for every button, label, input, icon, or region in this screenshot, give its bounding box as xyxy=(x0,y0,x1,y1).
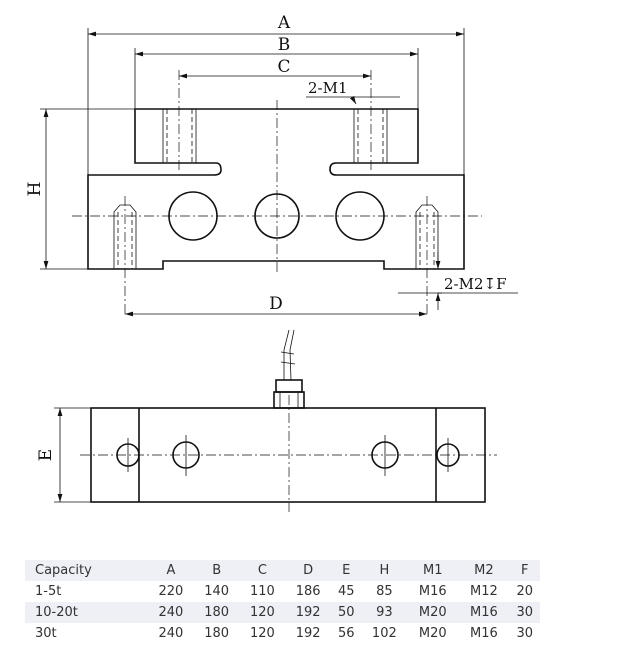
table-cell: 120 xyxy=(249,605,275,620)
table-cell: 240 xyxy=(158,626,184,641)
top-block-outline xyxy=(87,108,465,270)
table-cell: M20 xyxy=(418,626,447,641)
specification-table: Capacity A B C D E H M1 M2 F 1-5t 220 14… xyxy=(25,560,540,644)
header-b: B xyxy=(212,563,222,578)
table-cell: 93 xyxy=(376,605,393,620)
table-cell: M16 xyxy=(418,584,447,599)
header-d: D xyxy=(303,563,314,578)
table-cell: 85 xyxy=(376,584,393,599)
table-cell: 180 xyxy=(204,605,230,620)
header-m2: M2 xyxy=(474,563,494,578)
table-cell: 120 xyxy=(249,626,275,641)
table-cell: M12 xyxy=(470,584,498,599)
table-row: 30t 240 180 120 192 56 102 M20 M16 30 xyxy=(25,623,540,644)
table-cell: 30 xyxy=(516,626,534,641)
table-row: 1-5t 220 140 110 186 45 85 M16 M12 20 xyxy=(25,581,540,602)
table-cell: 10-20t xyxy=(35,605,78,620)
table-cell: 1-5t xyxy=(35,584,62,599)
header-e: E xyxy=(342,563,351,578)
m2-thread-label: 2-M2↧F xyxy=(444,275,507,293)
table-cell: 30t xyxy=(35,626,57,641)
front-view: A B C 2-M1 H D 2-M2↧F xyxy=(25,13,518,317)
table-cell: 140 xyxy=(204,584,230,599)
header-m1: M1 xyxy=(423,563,443,578)
header-a: A xyxy=(166,563,176,578)
table-cell: 180 xyxy=(204,626,230,641)
table-cell: 192 xyxy=(295,626,321,641)
table-cell: 110 xyxy=(249,584,275,599)
header-capacity: Capacity xyxy=(35,563,92,578)
table-cell: M16 xyxy=(470,605,498,620)
dim-a-label: A xyxy=(277,13,291,33)
table-cell: 186 xyxy=(295,584,321,599)
table-cell: 102 xyxy=(371,626,397,641)
table-cell: 240 xyxy=(158,605,184,620)
load-cell-technical-drawing: A B C 2-M1 H D 2-M2↧F xyxy=(25,13,518,512)
dim-b-label: B xyxy=(278,35,291,55)
table-cell: 20 xyxy=(516,584,534,599)
table-cell: 220 xyxy=(158,584,184,599)
table-cell: 192 xyxy=(295,605,321,620)
table-cell: 30 xyxy=(516,605,534,620)
top-view: E xyxy=(36,329,497,512)
dim-d-label: D xyxy=(269,294,283,314)
table-row: 10-20t 240 180 120 192 50 93 M20 M16 30 xyxy=(25,602,540,623)
m1-thread-label: 2-M1 xyxy=(308,79,348,97)
table-cell: 45 xyxy=(337,584,355,599)
table-cell: 56 xyxy=(337,626,355,641)
table-cell: 50 xyxy=(337,605,355,620)
table-cell: M20 xyxy=(418,605,447,620)
dim-e-label: E xyxy=(36,449,56,461)
table-header-row: Capacity A B C D E H M1 M2 F xyxy=(25,560,540,581)
header-h: H xyxy=(379,563,390,578)
header-f: F xyxy=(521,563,529,578)
dim-c-label: C xyxy=(277,57,290,77)
table-cell: M16 xyxy=(470,626,498,641)
dim-h-label: H xyxy=(25,182,45,197)
header-c: C xyxy=(257,563,267,578)
